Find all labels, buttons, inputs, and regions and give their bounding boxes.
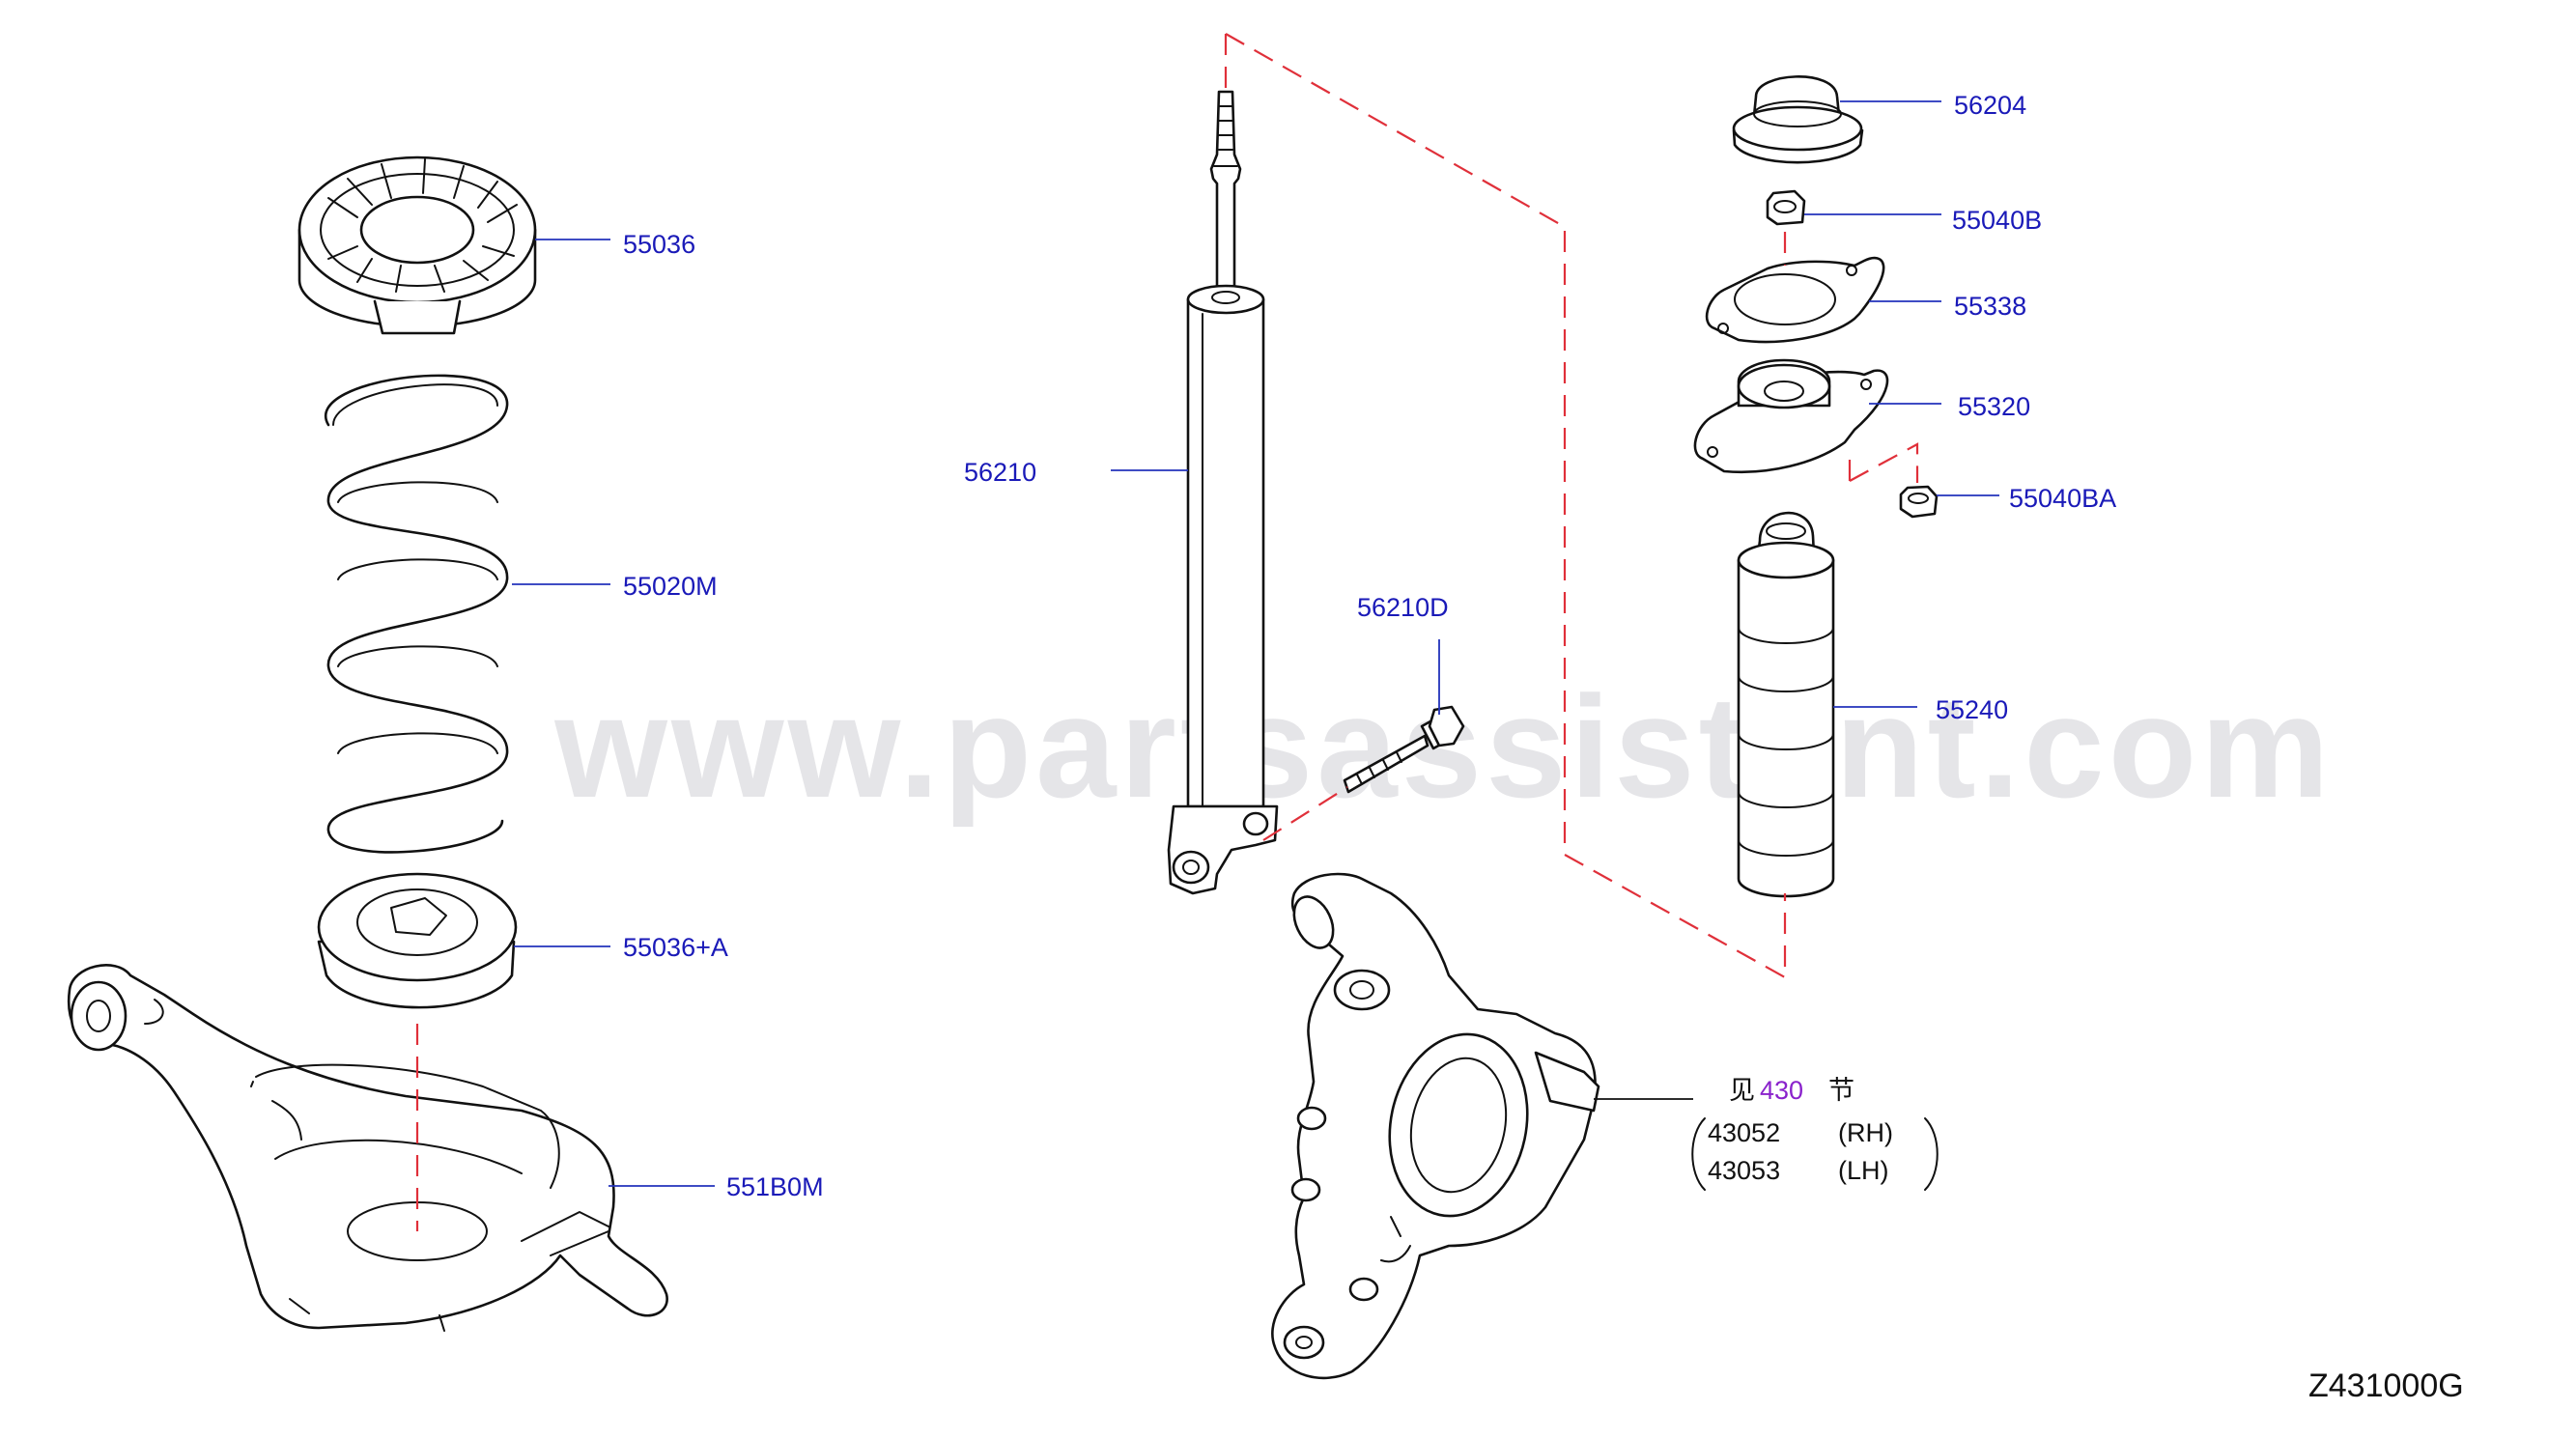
nut-drawing bbox=[1766, 189, 1806, 226]
callout-56204[interactable]: 56204 bbox=[1954, 91, 2026, 120]
reference-part-43052[interactable]: 43052 bbox=[1708, 1118, 1780, 1147]
callout-55036a[interactable]: 55036+A bbox=[623, 933, 728, 962]
leader-lines bbox=[512, 100, 1999, 1187]
callout-55240[interactable]: 55240 bbox=[1936, 695, 2008, 724]
section-reference: 见 430 节 43052 (RH) 43053 (LH) bbox=[1691, 1076, 1939, 1191]
cap-drawing bbox=[1732, 75, 1864, 164]
reference-see-prefix: 见 bbox=[1729, 1076, 1755, 1105]
reference-side-lh: (LH) bbox=[1838, 1156, 1889, 1185]
nut-drawing-2 bbox=[1899, 485, 1939, 519]
steering-knuckle-drawing bbox=[1271, 872, 1600, 1380]
callout-56210d[interactable]: 56210D bbox=[1357, 593, 1449, 622]
assembly-dashed-lines bbox=[415, 33, 1919, 1231]
shock-absorber-drawing bbox=[1167, 90, 1279, 895]
callout-55040ba[interactable]: 55040BA bbox=[2009, 484, 2116, 513]
reference-section-suffix: 节 bbox=[1828, 1076, 1854, 1105]
lower-arm-drawing bbox=[67, 964, 668, 1332]
coil-spring-drawing bbox=[324, 374, 509, 854]
bolt-drawing bbox=[1343, 705, 1465, 794]
callout-56210[interactable]: 56210 bbox=[964, 458, 1036, 487]
callout-55020m[interactable]: 55020M bbox=[623, 572, 718, 601]
reference-section-link[interactable]: 430 bbox=[1760, 1076, 1803, 1105]
callout-55040b[interactable]: 55040B bbox=[1952, 206, 2042, 235]
callout-55338[interactable]: 55338 bbox=[1954, 292, 2026, 321]
gasket-plate-drawing bbox=[1705, 256, 1885, 344]
dust-boot-drawing bbox=[1737, 511, 1835, 898]
callout-551b0m[interactable]: 551B0M bbox=[726, 1172, 824, 1201]
drawing-code: Z431000G bbox=[2308, 1368, 2464, 1404]
watermark-text: www.partsassistant.com bbox=[553, 665, 2333, 828]
lower-spring-seat-drawing bbox=[317, 872, 518, 1009]
callout-55320[interactable]: 55320 bbox=[1958, 392, 2030, 421]
strut-mount-drawing bbox=[1693, 358, 1889, 473]
callout-55036[interactable]: 55036 bbox=[623, 230, 695, 259]
reference-part-43053[interactable]: 43053 bbox=[1708, 1156, 1780, 1185]
reference-side-rh: (RH) bbox=[1838, 1118, 1893, 1147]
upper-spring-seat-drawing bbox=[297, 155, 537, 335]
